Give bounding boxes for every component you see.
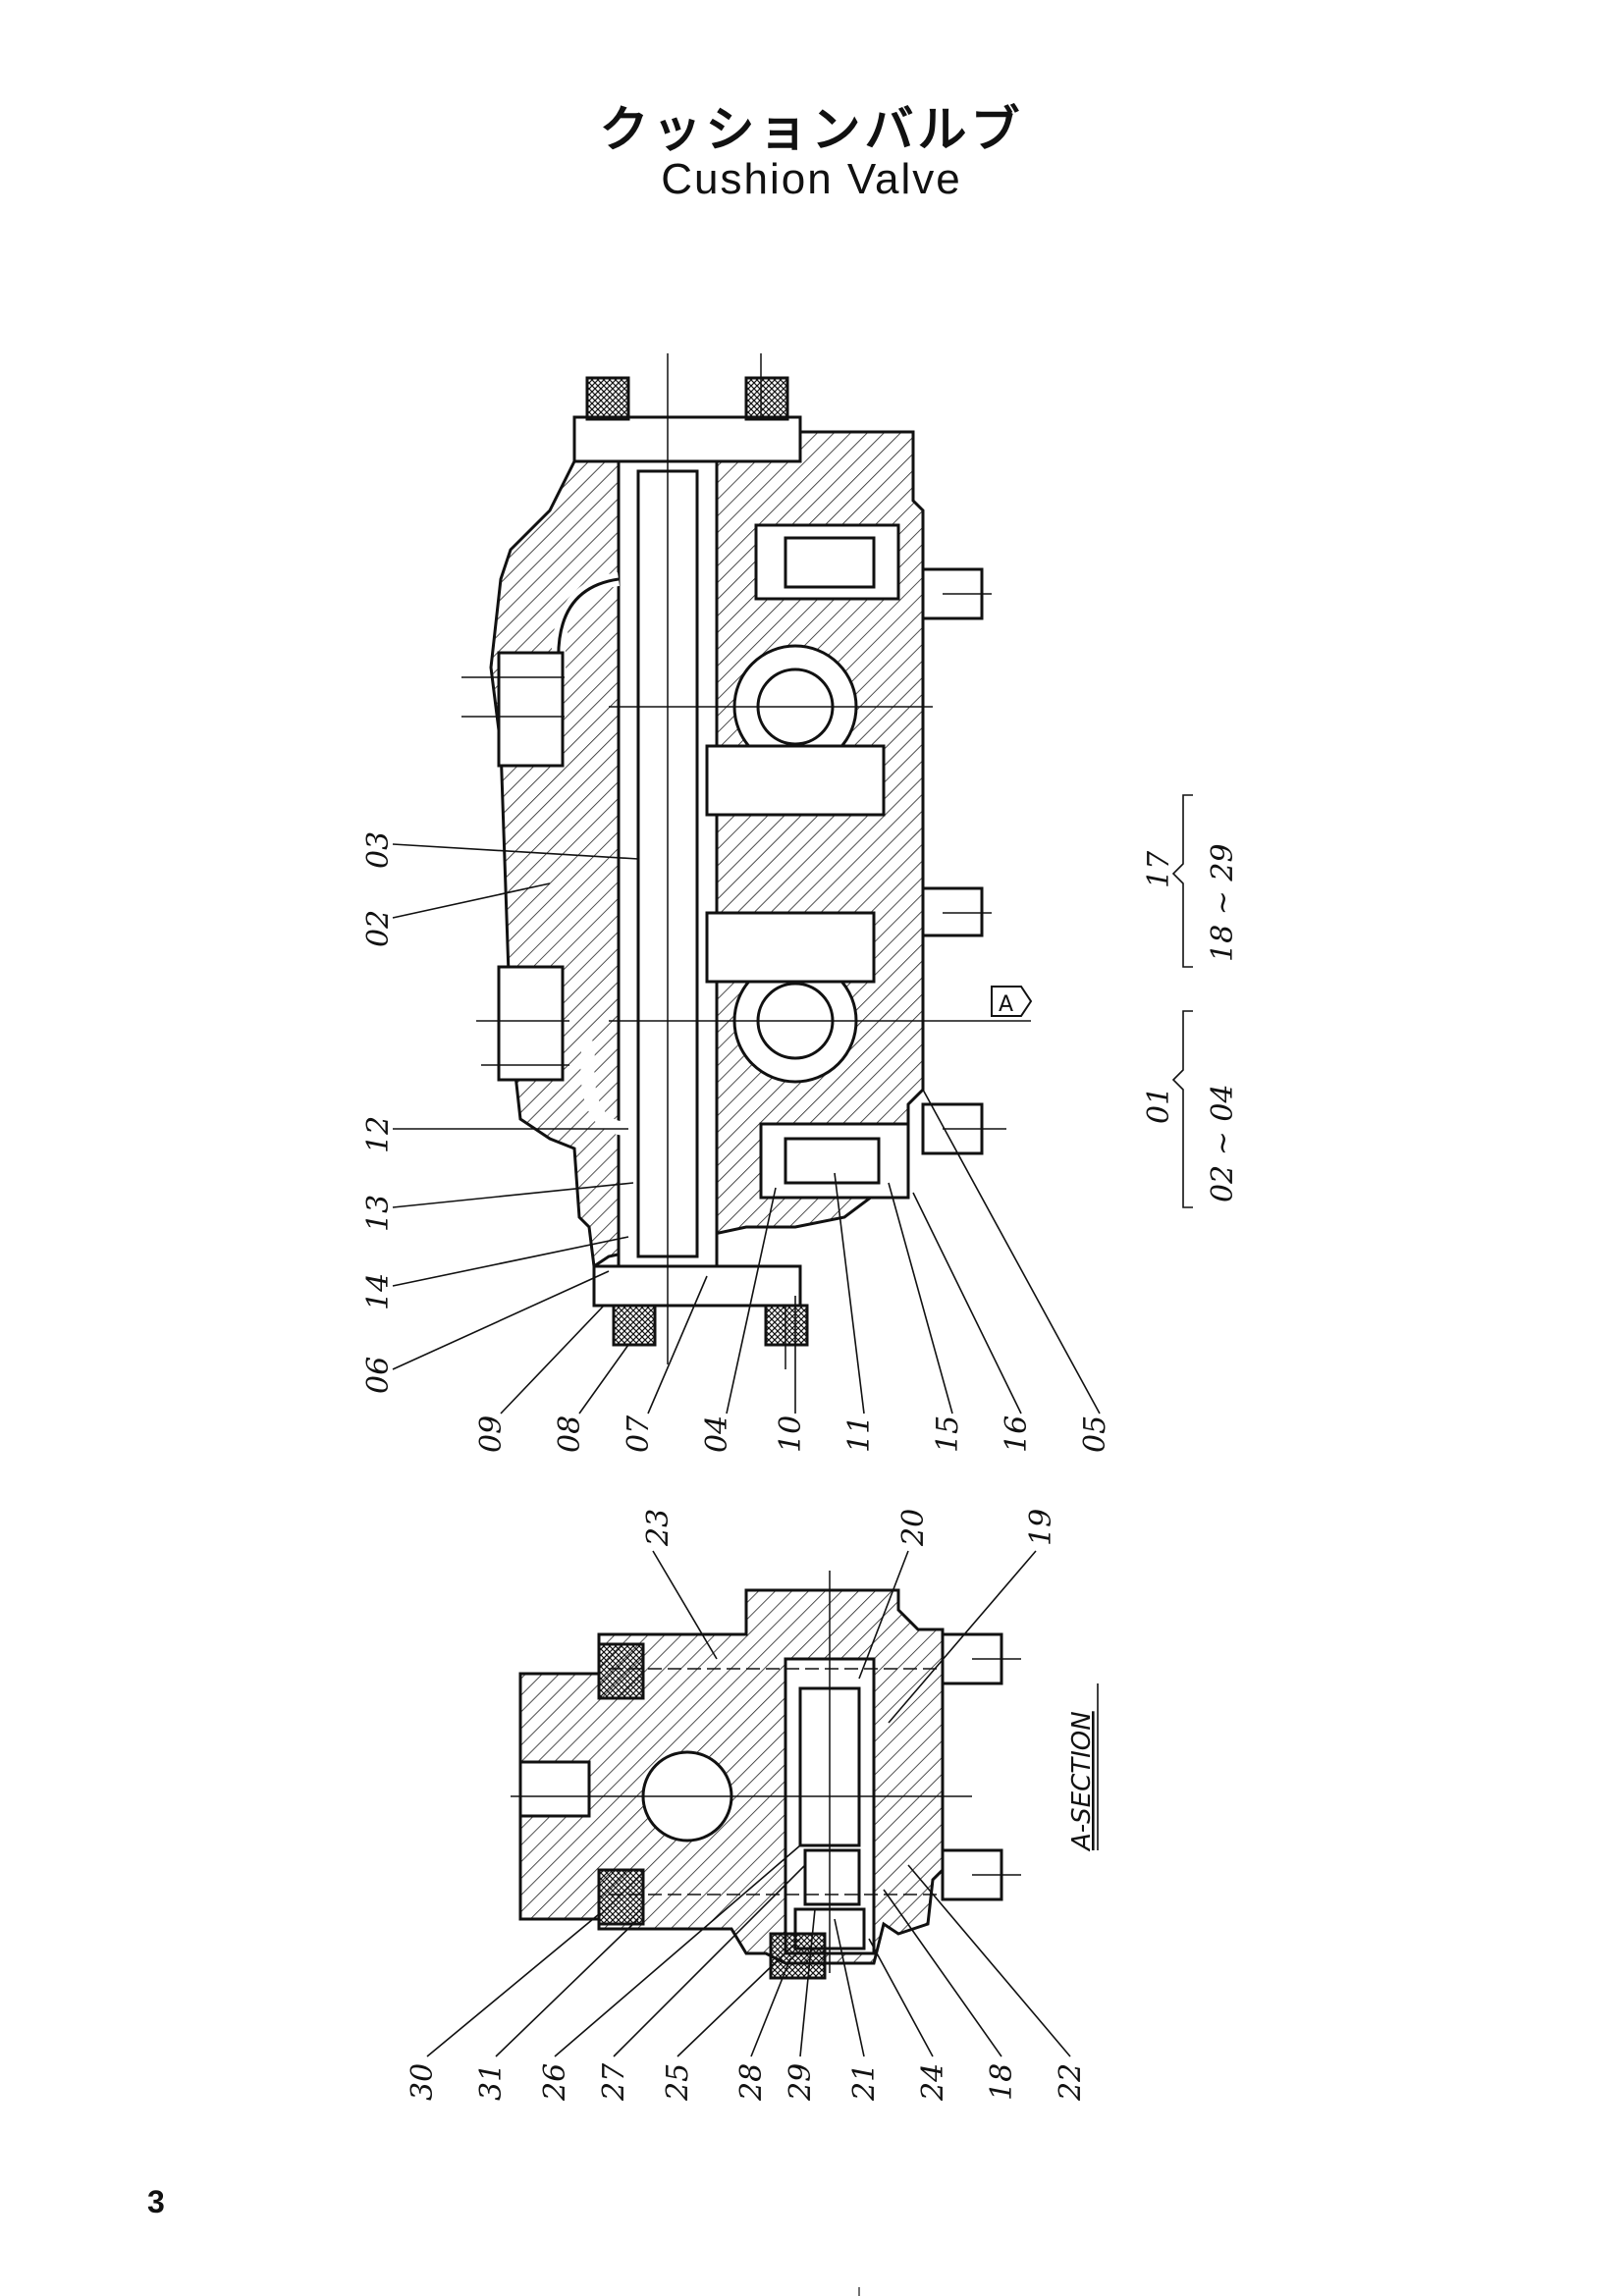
section-marker-label: A	[999, 992, 1013, 1017]
callout-26: 26	[538, 2063, 572, 2102]
assembly-17-brace	[1171, 794, 1193, 968]
callout-11: 11	[842, 1415, 877, 1453]
section-view-callouts: 23 20 19 30 31 26 27 25 28 29 21 24 18 2…	[406, 1509, 1088, 2102]
section-marker-arrow	[991, 986, 1033, 1017]
callout-30: 30	[406, 2063, 440, 2101]
callout-20: 20	[896, 1509, 931, 1547]
assembly-01-range: 02 ~ 04	[1206, 1084, 1240, 1202]
section-bolt-top	[597, 1642, 645, 1700]
callout-15: 15	[931, 1415, 965, 1453]
section-a-view	[511, 1571, 1021, 1980]
bolt-head-top-right	[744, 376, 789, 421]
callout-16: 16	[1000, 1415, 1034, 1453]
section-view-leaders	[426, 1550, 1071, 2057]
section-bolt-bottom	[597, 1868, 645, 1926]
bolt-head-bottom-right	[764, 1304, 809, 1347]
page-title-english: Cushion Valve	[661, 155, 962, 203]
callout-05: 05	[1078, 1415, 1112, 1453]
assembly-01-label: 01	[1142, 1087, 1176, 1124]
check-cartridge-lower	[759, 1122, 910, 1200]
callout-29: 29	[784, 2063, 818, 2102]
callout-04: 04	[700, 1415, 734, 1453]
callout-06: 06	[361, 1357, 396, 1394]
callout-09: 09	[474, 1415, 509, 1453]
callout-31: 31	[474, 2063, 509, 2101]
callout-02: 02	[361, 910, 396, 947]
main-valve-view	[461, 353, 1033, 1369]
callout-07: 07	[622, 1415, 656, 1453]
section-view-title: A-SECTION	[1067, 1711, 1097, 1852]
callout-03: 03	[361, 831, 396, 869]
assembly-17-range: 18 ~ 29	[1206, 843, 1240, 962]
callout-21: 21	[847, 2063, 882, 2102]
top-end-cap	[572, 415, 802, 463]
callout-24: 24	[916, 2063, 950, 2102]
bolt-head-top-left	[585, 376, 630, 421]
callout-18: 18	[985, 2063, 1019, 2101]
callout-13: 13	[361, 1195, 396, 1232]
callout-10: 10	[774, 1415, 808, 1453]
callout-28: 28	[734, 2063, 769, 2102]
callout-14: 14	[361, 1273, 396, 1310]
page-title-japanese: クッションバルブ	[599, 101, 1024, 158]
callout-19: 19	[1024, 1509, 1058, 1546]
callout-08: 08	[553, 1415, 587, 1453]
assembly-17-label: 17	[1142, 850, 1176, 888]
callout-12: 12	[361, 1116, 396, 1153]
callout-27: 27	[597, 2062, 631, 2102]
main-view-leaders	[392, 843, 1101, 1415]
right-plug-middle	[921, 886, 984, 937]
callout-25: 25	[661, 2063, 695, 2102]
main-view-callouts: 02 03 12 13 14 06 09 08 07 04 10 11 15 1…	[361, 794, 1240, 1453]
bolt-head-bottom-left	[612, 1304, 657, 1347]
assembly-01-brace	[1171, 1010, 1193, 1208]
callout-23: 23	[641, 1509, 676, 1547]
callout-22: 22	[1054, 2063, 1088, 2102]
page-number: 3	[147, 2184, 165, 2219]
